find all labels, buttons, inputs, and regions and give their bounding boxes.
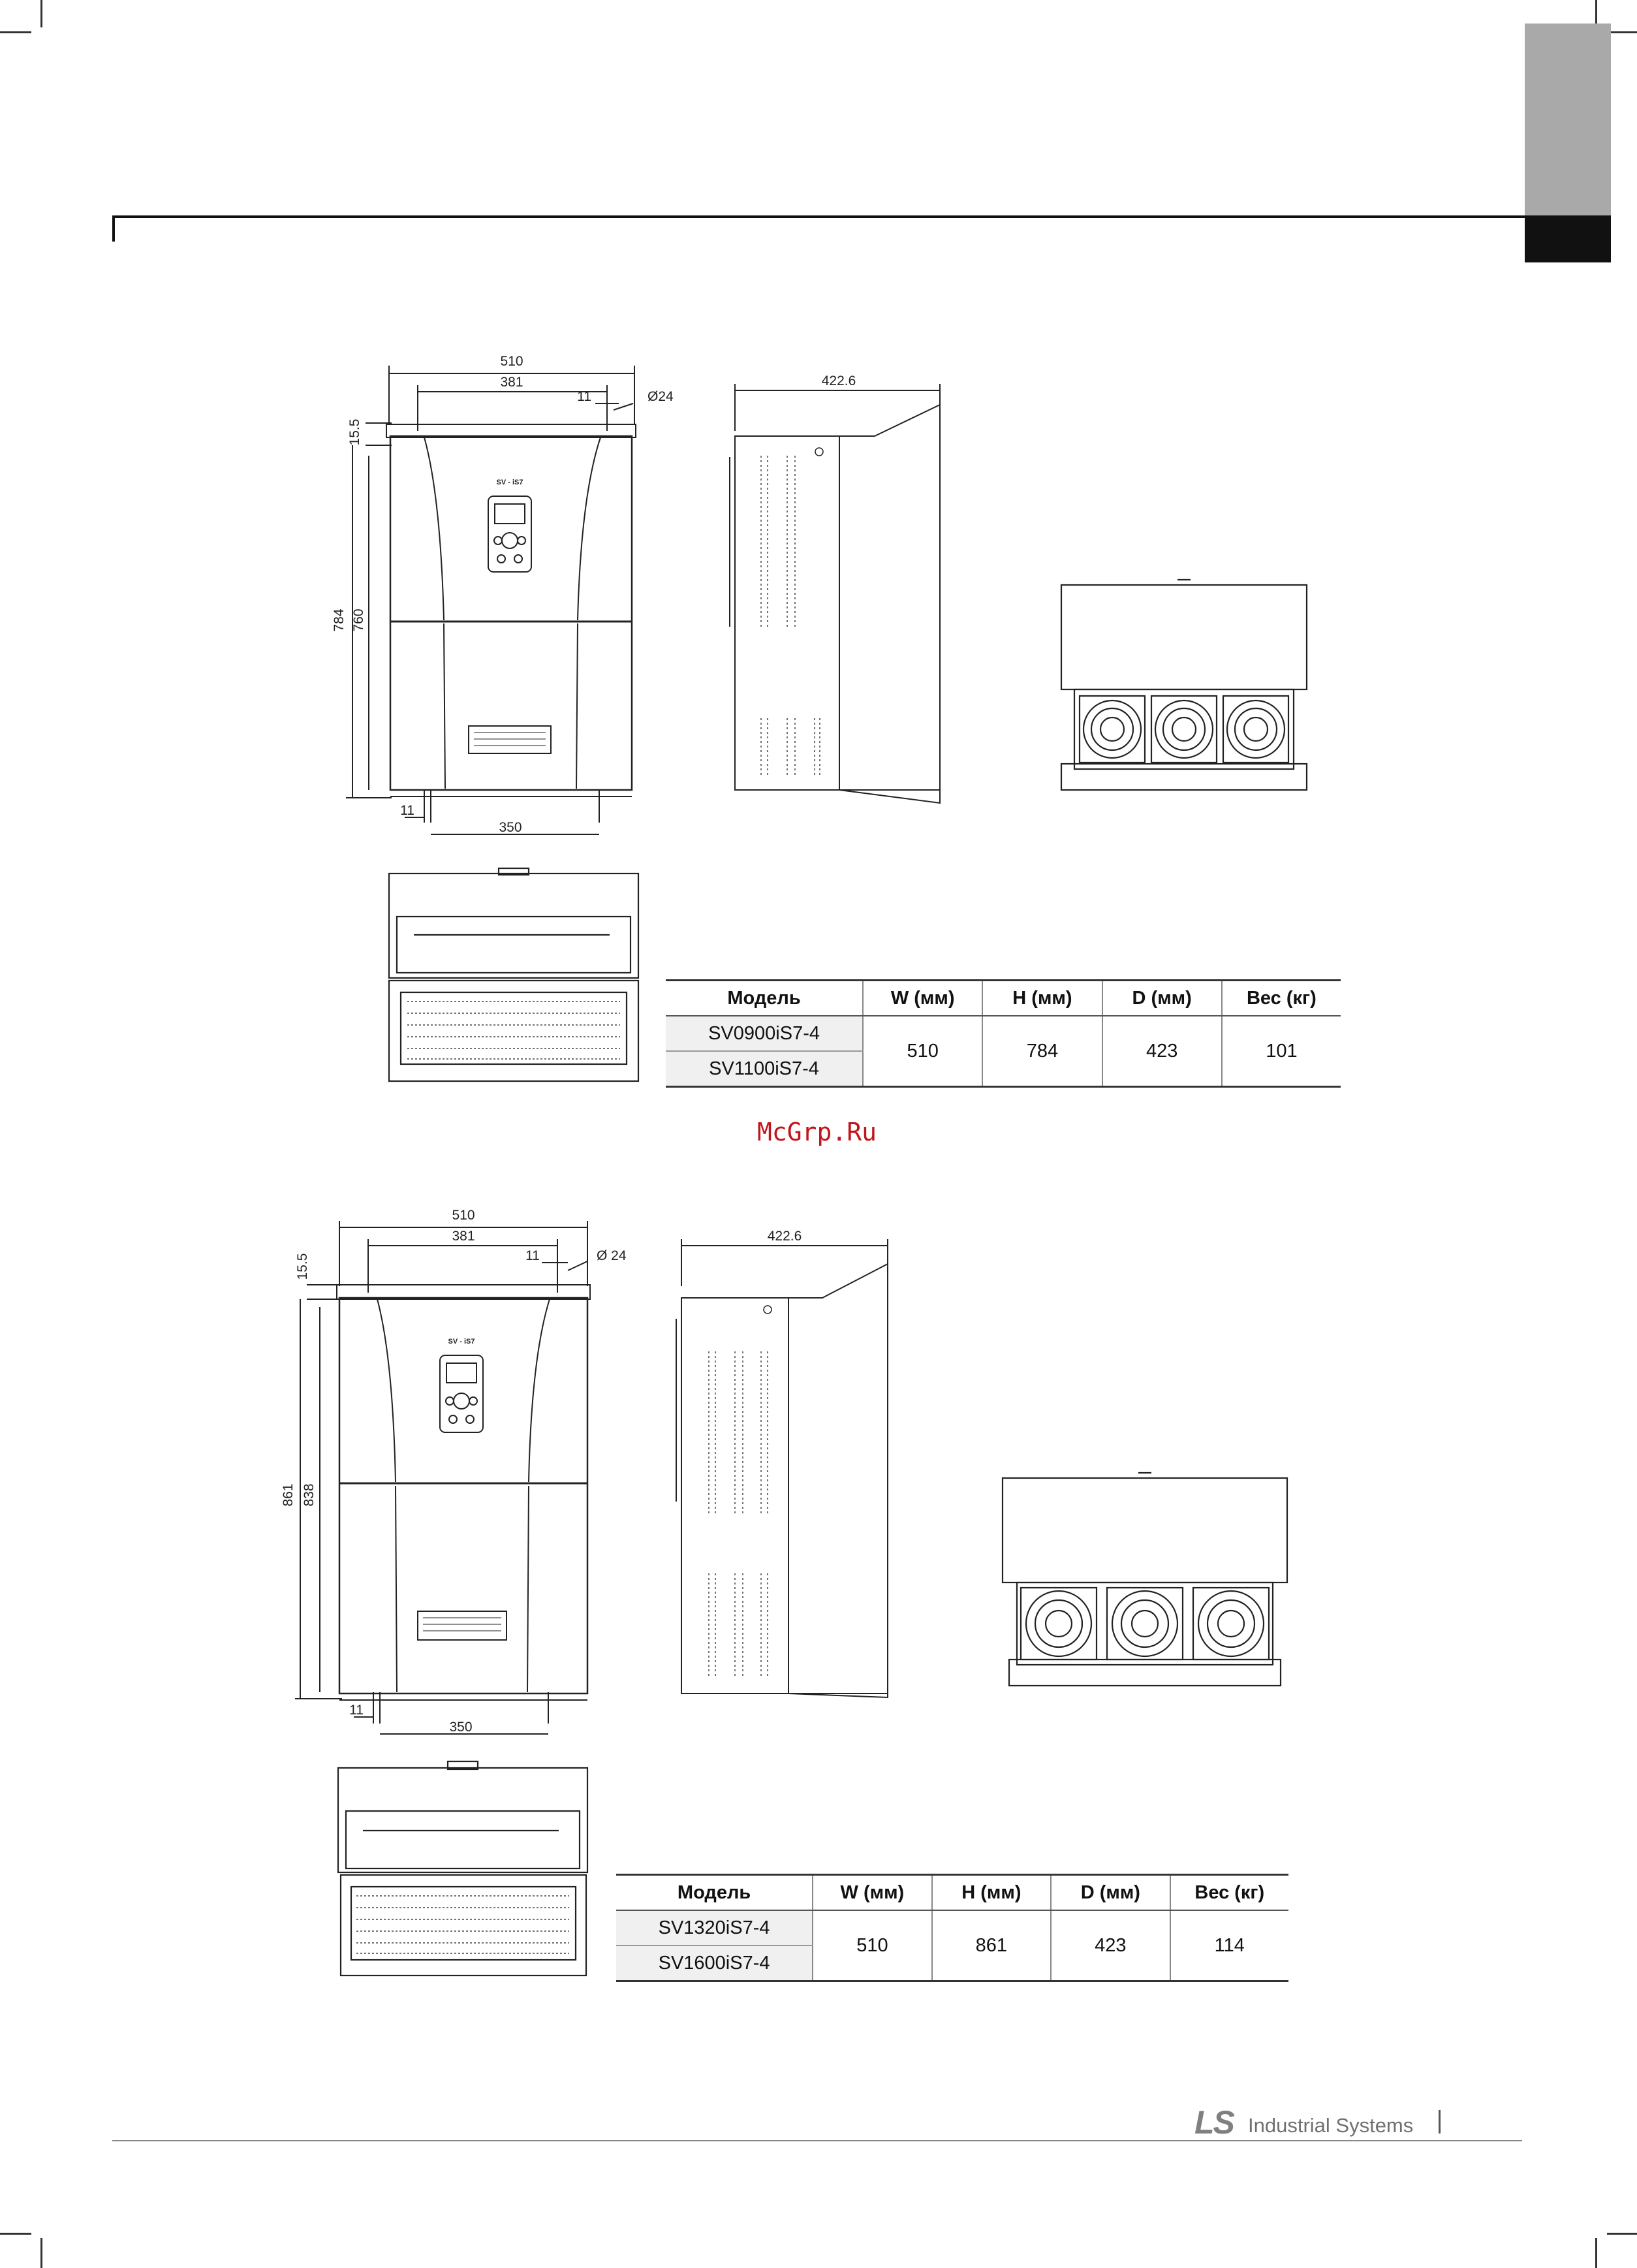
footer-rule <box>112 2140 1522 2141</box>
dim-depth: 422.6 <box>768 1229 802 1244</box>
crop-mark <box>1595 2238 1597 2268</box>
dim-top-offset: 15.5 <box>295 1253 310 1280</box>
model-cell: SV1600iS7-4 <box>616 1945 813 1981</box>
header-rule <box>112 215 1526 218</box>
front-view-drawing: 510 381 11 Ø24 15.5 784 760 11 350 SV - … <box>326 346 666 855</box>
dim-height-inner: 838 <box>302 1483 317 1506</box>
table-row: SV1320iS7-4 510 861 423 114 <box>616 1910 1288 1945</box>
table-header-row: Модель W (мм) H (мм) D (мм) Вес (кг) <box>616 1875 1288 1911</box>
header-h: H (мм) <box>932 1875 1051 1911</box>
dim-width-inner: 381 <box>500 375 523 390</box>
header-weight: Вес (кг) <box>1222 981 1341 1016</box>
crop-mark <box>40 2238 42 2268</box>
header-weight: Вес (кг) <box>1170 1875 1288 1911</box>
footer-separator <box>1439 2110 1441 2134</box>
weight-cell: 101 <box>1222 1016 1341 1087</box>
width-cell: 510 <box>813 1910 931 1981</box>
dim-depth: 422.6 <box>822 373 856 388</box>
dim-height-total: 784 <box>332 608 347 631</box>
model-cell: SV0900iS7-4 <box>666 1016 863 1051</box>
bottom-view-drawing <box>337 1760 591 1982</box>
dim-small: 11 <box>525 1248 540 1263</box>
table-row: SV0900iS7-4 510 784 423 101 <box>666 1016 1341 1051</box>
header-model: Модель <box>616 1875 813 1911</box>
dim-width-total: 510 <box>500 354 523 369</box>
crop-mark <box>40 0 42 27</box>
header-h: H (мм) <box>982 981 1102 1016</box>
dim-hole: Ø 24 <box>597 1248 627 1263</box>
crop-mark <box>1607 31 1637 33</box>
header-w: W (мм) <box>863 981 982 1016</box>
table-header-row: Модель W (мм) H (мм) D (мм) Вес (кг) <box>666 981 1341 1016</box>
crop-mark <box>1607 2233 1637 2235</box>
depth-cell: 423 <box>1102 1016 1222 1087</box>
header-d: D (мм) <box>1102 981 1222 1016</box>
header-model: Модель <box>666 981 863 1016</box>
weight-cell: 114 <box>1170 1910 1288 1981</box>
side-view-drawing: 422.6 <box>672 1227 907 1710</box>
side-view-drawing: 422.6 <box>725 366 959 810</box>
front-view-drawing: 510 381 11 Ø 24 15.5 861 838 11 350 SV -… <box>281 1201 633 1743</box>
ls-logo: LS <box>1194 2103 1234 2141</box>
dim-base-small: 11 <box>400 803 414 818</box>
dim-base: 350 <box>449 1720 472 1735</box>
width-cell: 510 <box>863 1016 982 1087</box>
height-cell: 861 <box>932 1910 1051 1981</box>
height-cell: 784 <box>982 1016 1102 1087</box>
front-model-label: SV - iS7 <box>448 1338 475 1346</box>
dim-hole: Ø24 <box>647 389 674 404</box>
crop-mark <box>0 31 31 33</box>
dim-height-total: 861 <box>281 1483 296 1506</box>
spec-table: Модель W (мм) H (мм) D (мм) Вес (кг) SV1… <box>616 1874 1288 1982</box>
dim-small: 11 <box>577 389 591 404</box>
chapter-tab <box>1525 24 1611 219</box>
bottom-view-drawing <box>388 868 642 1084</box>
crop-mark <box>0 2233 31 2235</box>
header-w: W (мм) <box>813 1875 931 1911</box>
spec-table: Модель W (мм) H (мм) D (мм) Вес (кг) SV0… <box>666 979 1341 1088</box>
fan-view-drawing <box>1001 1472 1288 1693</box>
dim-width-inner: 381 <box>452 1229 475 1244</box>
dim-base-small: 11 <box>349 1703 364 1718</box>
depth-cell: 423 <box>1051 1910 1170 1981</box>
dim-base: 350 <box>499 820 522 835</box>
header-rule-tick <box>112 215 115 242</box>
dim-top-offset: 15.5 <box>347 419 362 446</box>
dim-width-total: 510 <box>452 1208 475 1223</box>
model-cell: SV1320iS7-4 <box>616 1910 813 1945</box>
company-name: Industrial Systems <box>1248 2114 1413 2137</box>
model-cell: SV1100iS7-4 <box>666 1051 863 1087</box>
watermark: McGrp.Ru <box>757 1118 877 1146</box>
header-d: D (мм) <box>1051 1875 1170 1911</box>
chapter-tab-dark <box>1525 215 1611 262</box>
fan-view-drawing <box>1060 580 1308 795</box>
front-model-label: SV - iS7 <box>497 479 523 486</box>
dim-height-inner: 760 <box>351 608 366 631</box>
